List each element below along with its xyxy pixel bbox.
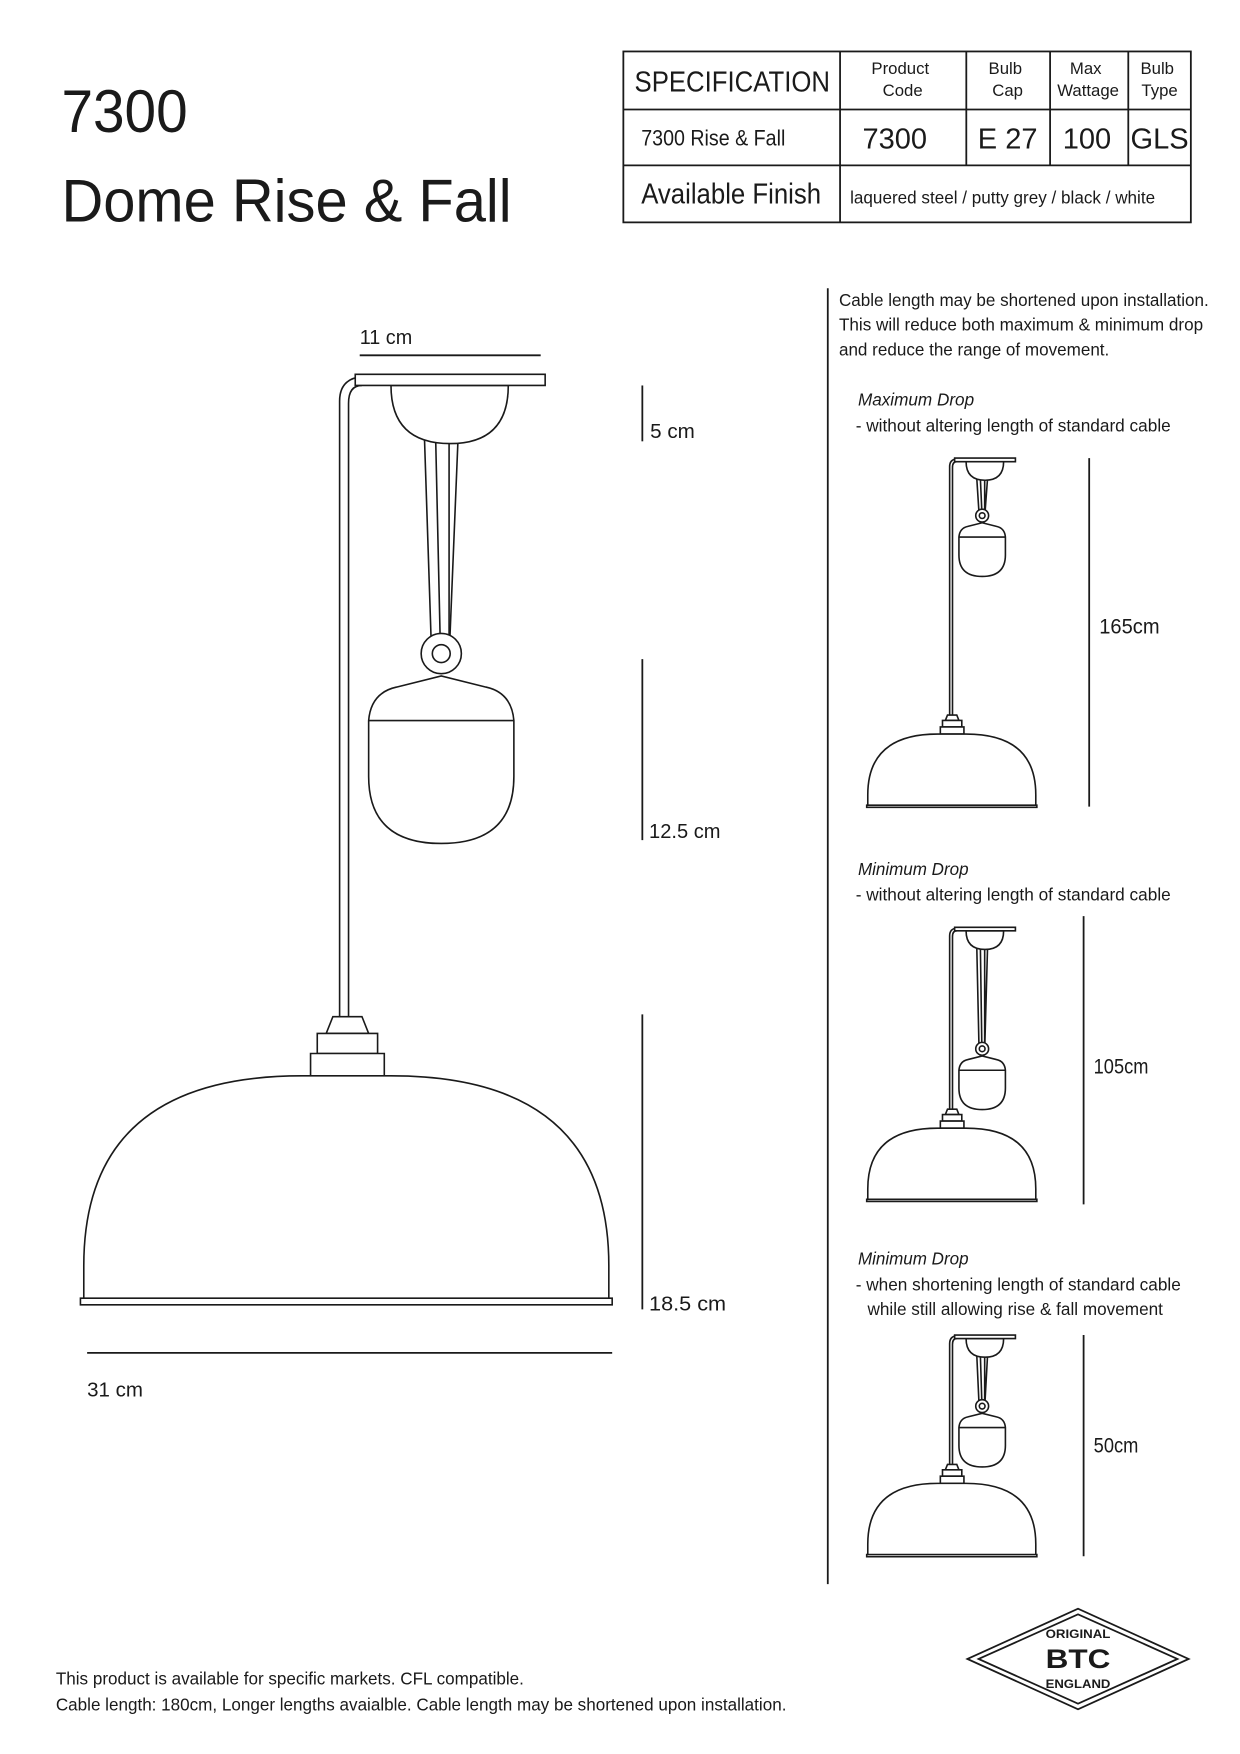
- drop-description: - without altering length of standard ca…: [856, 415, 1171, 435]
- minimum-drop-shortened-section: Minimum Drop - when shortening length of…: [856, 1249, 1181, 1557]
- cable-note: Cable length may be shortened upon insta…: [839, 290, 1214, 359]
- pulley-ring-inner: [432, 645, 450, 663]
- header-bulb-cap: Bulb Cap: [989, 59, 1027, 100]
- ceiling-plate: [955, 927, 1016, 931]
- shade-width-label: 31 cm: [87, 1379, 143, 1401]
- pulley-strap: [980, 1356, 984, 1405]
- lampholder-base: [940, 727, 964, 734]
- pulley-strap: [980, 948, 984, 1048]
- drop-title: Minimum Drop: [858, 859, 969, 879]
- pulley-ring-inner: [979, 1403, 985, 1409]
- lamp-drawing-min-drop: [867, 927, 1037, 1201]
- drop-value: 105cm: [1094, 1056, 1149, 1079]
- cable: [952, 1339, 956, 1465]
- dome-shade: [84, 1076, 609, 1302]
- ceiling-rose: [966, 931, 1004, 950]
- row-max-wattage: 100: [1063, 124, 1111, 156]
- header-bulb-type: Bulb Type: [1140, 59, 1178, 100]
- spec-table: SPECIFICATION Product Code Bulb Cap Max …: [622, 50, 1192, 224]
- dome-shade: [868, 1483, 1036, 1555]
- lampholder: [942, 1470, 961, 1476]
- product-name: Dome Rise & Fall: [61, 166, 511, 234]
- cable: [952, 462, 956, 715]
- btc-logo: ORIGINAL BTC ENGLAND: [965, 1607, 1191, 1711]
- counterweight: [959, 1413, 1005, 1467]
- pulley-ring-inner: [979, 1046, 985, 1052]
- header-product-code: Product Code: [871, 59, 933, 100]
- ceiling-rose: [966, 462, 1004, 481]
- row-name: 7300 Rise & Fall: [641, 125, 785, 150]
- drop-description: while still allowing rise & fall movemen…: [858, 1299, 1163, 1319]
- drop-title: Maximum Drop: [858, 390, 974, 410]
- lampholder: [942, 1115, 961, 1121]
- main-dimensions: 11 cm 5 cm 12.5 cm 18.5 cm 31 cm: [87, 327, 726, 1401]
- shade-rim: [867, 1199, 1037, 1201]
- header-max-wattage: Max Wattage: [1057, 59, 1119, 100]
- cable: [340, 377, 362, 1017]
- drop-value: 165cm: [1099, 615, 1159, 638]
- ceiling-rose: [391, 385, 508, 443]
- footer-text: This product is available for specific m…: [56, 1669, 787, 1715]
- lampholder-top: [945, 1464, 959, 1469]
- drop-description: - without altering length of standard ca…: [856, 884, 1171, 904]
- cable: [952, 931, 956, 1109]
- drop-value: 50cm: [1094, 1434, 1139, 1457]
- lamp-drawing-shortened-drop: [867, 1335, 1037, 1557]
- maximum-drop-section: Maximum Drop - without altering length o…: [856, 390, 1171, 808]
- lampholder-top: [945, 715, 959, 720]
- minimum-drop-section: Minimum Drop - without altering length o…: [856, 859, 1171, 1205]
- rose-height-label: 5 cm: [650, 421, 695, 443]
- dome-shade: [868, 734, 1036, 806]
- counterweight: [959, 523, 1005, 577]
- ceiling-plate: [955, 1335, 1016, 1339]
- counterweight: [959, 1056, 1005, 1110]
- spec-title: SPECIFICATION: [635, 67, 830, 99]
- pulley-ring-inner: [979, 513, 985, 519]
- logo-top: ORIGINAL: [1046, 1627, 1111, 1641]
- logo-bottom: ENGLAND: [1046, 1677, 1111, 1691]
- lampholder-top: [945, 1109, 959, 1114]
- ceiling-plate: [355, 374, 545, 385]
- weight-height-label: 12.5 cm: [649, 821, 720, 843]
- lampholder-base: [311, 1054, 385, 1076]
- lampholder-top: [326, 1017, 368, 1034]
- row-bulb-cap: E 27: [978, 124, 1038, 156]
- lamp-drawing-max-drop: [867, 458, 1037, 807]
- shade-rim: [867, 1555, 1037, 1557]
- counterweight: [369, 676, 514, 844]
- ceiling-rose: [966, 1339, 1004, 1358]
- logo-middle: BTC: [1046, 1644, 1111, 1674]
- shade-rim: [80, 1298, 612, 1305]
- lampholder-base: [940, 1476, 964, 1483]
- lampholder: [942, 720, 961, 726]
- cable: [349, 385, 362, 1016]
- dome-shade: [868, 1128, 1036, 1200]
- finish-value: laquered steel / putty grey / black / wh…: [850, 187, 1155, 207]
- lampholder: [317, 1033, 377, 1053]
- row-product-code: 7300: [863, 124, 928, 156]
- row-bulb-type: GLS: [1131, 124, 1189, 156]
- drop-title: Minimum Drop: [858, 1249, 969, 1269]
- ceiling-width-label: 11 cm: [360, 327, 413, 349]
- product-number: 7300: [61, 77, 187, 145]
- shade-height-label: 18.5 cm: [649, 1293, 726, 1315]
- drop-description: - when shortening length of standard cab…: [856, 1274, 1181, 1294]
- ceiling-plate: [955, 458, 1016, 462]
- main-lamp-drawing: [80, 374, 612, 1305]
- finish-label: Available Finish: [641, 178, 821, 210]
- lampholder-base: [940, 1121, 964, 1128]
- shade-rim: [867, 805, 1037, 807]
